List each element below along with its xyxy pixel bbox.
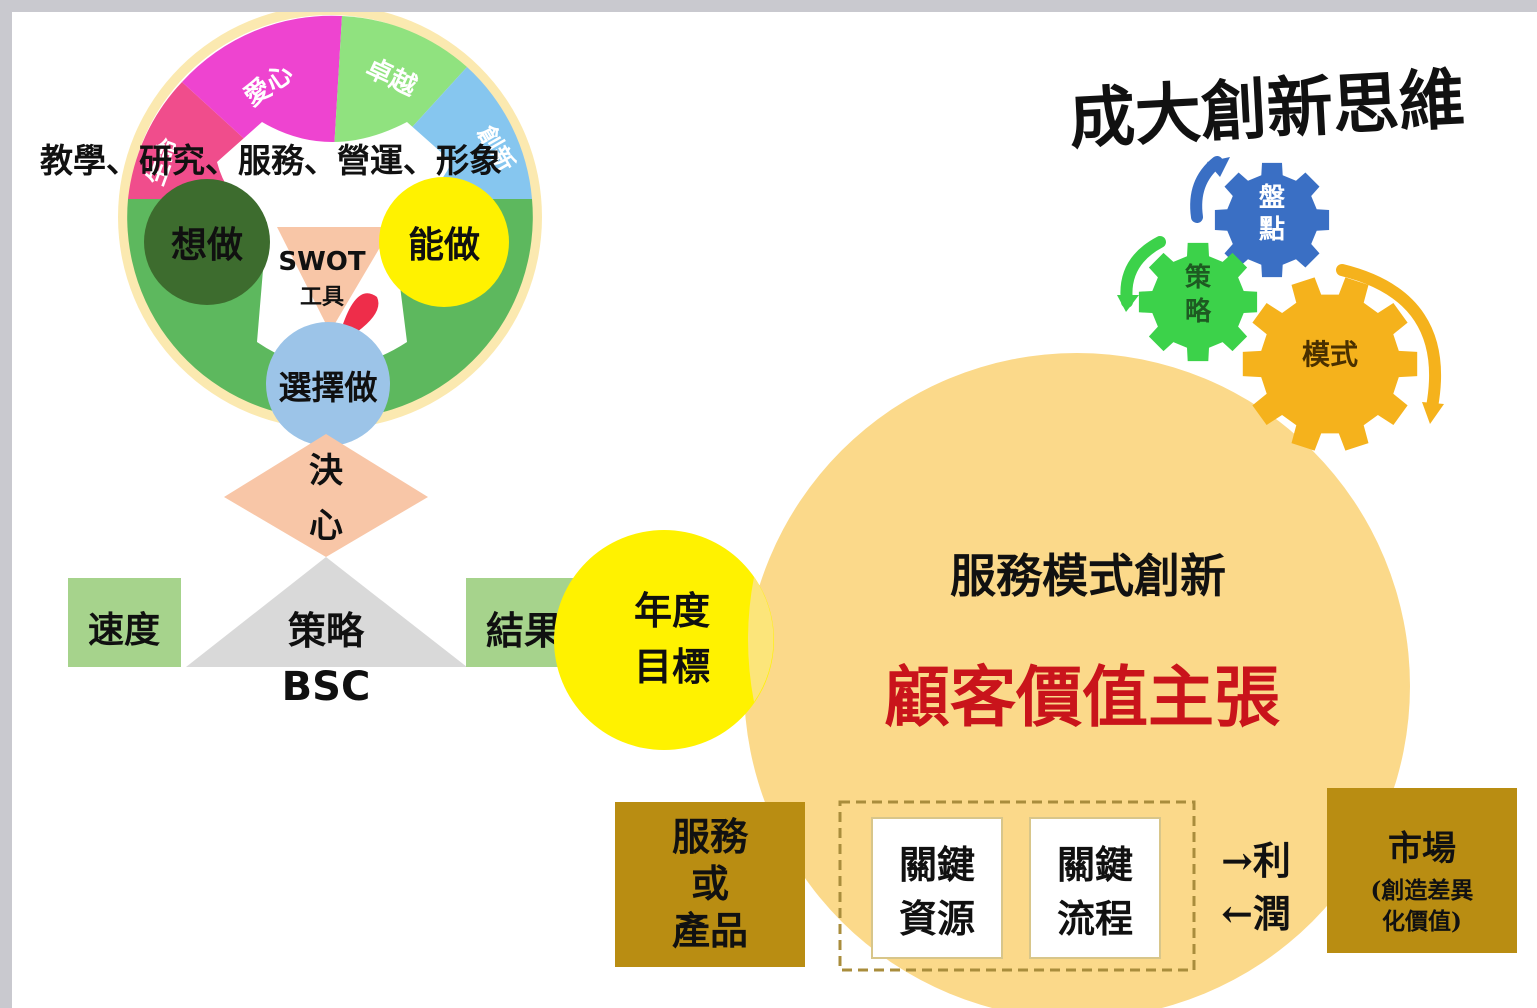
choose-circle [266, 322, 390, 446]
wheel-banner-text: 教學、研究、服務、營運、形象 [40, 141, 502, 180]
key-resources-label-2: 資源 [899, 896, 975, 941]
gear-green-shape [1138, 242, 1258, 362]
orange-arrow-head [1422, 402, 1444, 424]
inventory-label-1: 盤 [1259, 183, 1286, 213]
want-label: 想做 [171, 224, 243, 266]
product-label-2: 或 [691, 861, 729, 906]
annual-label-2: 目標 [634, 644, 710, 689]
diagram-canvas: 愛心 生命 卓越 創新 教學、研究、服務、營運、形象 想做 能做 SWOT 工具… [40, 12, 1517, 1008]
blue-arrow-head [1207, 157, 1230, 177]
key-process-label-2: 流程 [1057, 896, 1133, 941]
swot-funnel [277, 227, 392, 332]
speed-label: 速度 [88, 609, 160, 651]
resolve-label-1: 決 [309, 451, 343, 491]
swot-label: SWOT [278, 247, 366, 277]
result-label: 結果 [486, 608, 562, 653]
gear-blue-shape [1214, 162, 1330, 278]
green-arrow-head [1117, 295, 1139, 312]
orange-arrow [1336, 264, 1442, 413]
product-box [615, 802, 805, 967]
inventory-gear [1214, 162, 1330, 278]
values-wheel: 愛心 生命 卓越 創新 教學、研究、服務、營運、形象 想做 能做 SWOT 工具… [40, 12, 542, 446]
key-resources-box [871, 817, 1003, 959]
model-gear [1242, 277, 1418, 451]
market-sub-label-1: (創造差異 [1371, 877, 1474, 904]
key-process-label-1: 關鍵 [1057, 842, 1133, 887]
bsc-label: BSC [282, 664, 371, 710]
annual-target-circle [554, 530, 774, 750]
gear-orange-shape [1242, 277, 1418, 451]
choose-label: 選擇做 [279, 368, 378, 407]
product-label-3: 產品 [672, 908, 748, 953]
slide: 愛心 生命 卓越 創新 教學、研究、服務、營運、形象 想做 能做 SWOT 工具… [12, 12, 1537, 1008]
can-circle [379, 177, 509, 307]
funnel-drop [342, 293, 379, 332]
profit-label-1: →利 [1221, 838, 1291, 883]
inventory-label-2: 點 [1259, 215, 1285, 245]
product-label-1: 服務 [672, 814, 749, 859]
customer-value-heading: 顧客價值主張 [884, 658, 1280, 736]
gear-strategy-label-2: 略 [1185, 296, 1212, 327]
strategy-triangle [186, 557, 467, 667]
annual-label-1: 年度 [634, 588, 710, 633]
model-label: 模式 [1302, 338, 1358, 371]
green-arrow [1120, 236, 1166, 308]
want-circle [144, 179, 270, 305]
market-sub-label-2: 化價值) [1382, 908, 1462, 935]
market-box [1327, 788, 1517, 953]
swot-tool-label: 工具 [300, 284, 344, 310]
gears-cluster: 盤 點 策 略 模式 [1117, 156, 1444, 451]
resolve-label-2: 心 [309, 506, 343, 546]
blue-arrow [1190, 156, 1223, 223]
slide-title: 成大創新思維 [1067, 60, 1467, 159]
key-resources-label-1: 關鍵 [899, 842, 975, 887]
strategy-gear [1138, 242, 1258, 362]
key-process-box [1029, 817, 1161, 959]
market-label: 市場 [1388, 829, 1456, 869]
gear-strategy-label-1: 策 [1185, 262, 1211, 293]
key-activities-frame [838, 800, 1196, 972]
overlap-lens [748, 577, 774, 702]
service-model-heading: 服務模式創新 [950, 549, 1226, 603]
profit-label-2: ←潤 [1221, 891, 1291, 936]
strategy-label: 策略 [288, 608, 365, 653]
resolve-diamond [224, 434, 428, 557]
can-label: 能做 [408, 224, 480, 266]
speed-box [68, 578, 181, 667]
